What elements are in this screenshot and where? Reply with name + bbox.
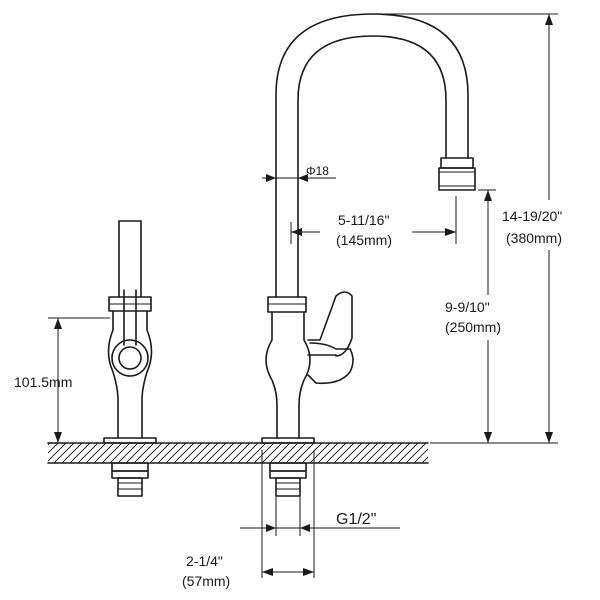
hatch-line <box>269 443 291 463</box>
hatch-line <box>77 443 99 463</box>
hatch-line <box>109 443 131 463</box>
hatch-line <box>317 443 339 463</box>
hatch-line <box>53 443 75 463</box>
hatch-line <box>165 443 187 463</box>
hatch-line <box>277 443 299 463</box>
hatch-line <box>357 443 379 463</box>
hatch-line <box>413 448 428 463</box>
side-view-faucet <box>103 220 157 497</box>
hatch-line <box>157 443 179 463</box>
spout-height-metric-label: (250mm) <box>445 319 501 335</box>
hatch-line <box>85 443 107 463</box>
hatch-line <box>309 443 331 463</box>
hatch-line <box>430 443 450 463</box>
hatch-line <box>389 443 411 463</box>
hatch-line <box>48 443 59 454</box>
dimension-base-width: 2-1/4" (57mm) <box>182 450 315 589</box>
hatch-line <box>149 443 171 463</box>
dimension-handle-height: 101.5mm <box>14 317 110 443</box>
dimension-total-height: 14-19/20" (380mm) <box>373 13 562 444</box>
hatch-line <box>229 443 251 463</box>
hatch-line <box>133 443 155 463</box>
hatch-line <box>349 443 371 463</box>
dimension-spout-reach: 5-11/16" (145mm) <box>290 196 457 248</box>
hatch-line <box>438 443 458 463</box>
hatch-line <box>325 443 347 463</box>
hatch-line <box>221 443 243 463</box>
reach-imperial-label: 5-11/16" <box>338 212 389 228</box>
spacing-metric-label: (57mm) <box>182 573 230 589</box>
hatch-line <box>173 443 195 463</box>
hatch-line <box>373 443 395 463</box>
hatch-line <box>93 443 115 463</box>
dimension-thread: G1/2" <box>240 496 400 536</box>
hatch-line <box>333 443 355 463</box>
gooseneck-faucet <box>261 13 476 497</box>
hatch-line <box>381 443 403 463</box>
hatch-line <box>205 443 227 463</box>
reach-metric-label: (145mm) <box>336 232 392 248</box>
total-height-metric-label: (380mm) <box>506 230 562 246</box>
hatch-line <box>421 456 428 463</box>
hatch-line <box>117 443 139 463</box>
hatch-line <box>245 443 267 463</box>
hatch-line <box>285 443 307 463</box>
hatch-line <box>365 443 387 463</box>
hatch-line <box>61 443 83 463</box>
hatch-line <box>213 443 235 463</box>
hatch-line <box>69 443 91 463</box>
hatch-line <box>197 443 219 463</box>
hatch-line <box>237 443 259 463</box>
hatch-line <box>189 443 211 463</box>
counter-surface <box>47 442 474 464</box>
hatch-line <box>48 443 51 446</box>
hatch-line <box>397 443 419 463</box>
hatch-line <box>454 443 474 463</box>
thread-size-label: G1/2" <box>336 511 376 528</box>
total-height-imperial-label: 14-19/20" <box>502 208 562 224</box>
hatch-line <box>446 443 466 463</box>
hatch-line <box>125 443 147 463</box>
hatch-line <box>293 443 315 463</box>
spacing-imperial-label: 2-1/4" <box>186 553 223 569</box>
hatch-line <box>48 443 67 462</box>
dimension-outlet-diameter: Φ18 <box>262 164 336 182</box>
handle-height-label: 101.5mm <box>14 374 72 390</box>
outlet-diameter-label: Φ18 <box>306 164 329 178</box>
dimension-spout-height: 9-9/10" (250mm) <box>445 189 501 443</box>
hatch-line <box>301 443 323 463</box>
hatch-line <box>141 443 163 463</box>
hatch-line <box>253 443 275 463</box>
hatch-line <box>261 443 283 463</box>
spout-height-imperial-label: 9-9/10" <box>445 299 490 315</box>
hatch-line <box>405 443 427 463</box>
hatch-line <box>101 443 123 463</box>
hatch-line <box>341 443 363 463</box>
hatch-line <box>181 443 203 463</box>
